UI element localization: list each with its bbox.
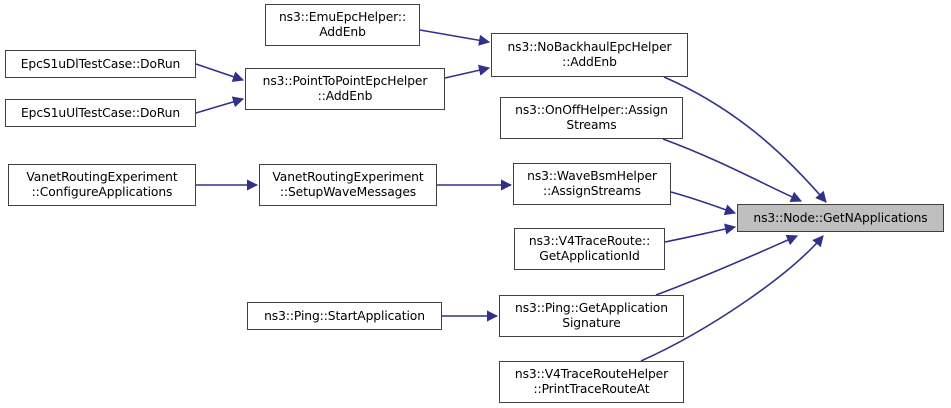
graph-node-emuEpc[interactable]: ns3::EmuEpcHelper:: AddEnb	[265, 4, 420, 46]
graph-edge-pingSignature-to-getNApplications	[655, 234, 799, 296]
graph-node-label: ns3::PointToPointEpcHelper ::AddEnb	[262, 74, 428, 103]
graph-edge-waveBsm-to-getNApplications	[670, 191, 737, 216]
graph-edge-epcS1uUl-to-p2pEpc	[195, 96, 245, 114]
graph-node-waveBsm[interactable]: ns3::WaveBsmHelper ::AssignStreams	[513, 163, 671, 205]
graph-node-label: ns3::EmuEpcHelper:: AddEnb	[278, 10, 406, 39]
graph-node-noBackhaul[interactable]: ns3::NoBackhaulEpcHelper ::AddEnb	[491, 33, 688, 77]
graph-node-p2pEpc[interactable]: ns3::PointToPointEpcHelper ::AddEnb	[245, 68, 445, 110]
graph-node-vanetSetup[interactable]: VanetRoutingExperiment ::SetupWaveMessag…	[259, 164, 437, 206]
graph-node-vanetConfigure[interactable]: VanetRoutingExperiment ::ConfigureApplic…	[8, 164, 196, 206]
graph-edge-v4TraceRoute-to-getNApplications	[664, 223, 737, 243]
graph-node-epcS1uUl[interactable]: EpcS1uUlTestCase::DoRun	[5, 99, 196, 127]
graph-node-label: ns3::Node::GetNApplications	[753, 210, 928, 225]
graph-node-label: ns3::Ping::GetApplication Signature	[515, 301, 668, 330]
graph-edge-epcS1uDl-to-p2pEpc	[195, 63, 245, 83]
graph-edge-emuEpc-to-noBackhaul	[419, 29, 491, 46]
graph-node-label: ns3::V4TraceRouteHelper ::PrintTraceRout…	[514, 367, 669, 396]
graph-edge-noBackhaul-to-getNApplications	[663, 76, 827, 203]
graph-node-label: EpcS1uDlTestCase::DoRun	[20, 56, 181, 71]
graph-node-label: ns3::NoBackhaulEpcHelper ::AddEnb	[507, 40, 672, 69]
graph-node-label: ns3::WaveBsmHelper ::AssignStreams	[527, 169, 657, 198]
graph-node-label: VanetRoutingExperiment ::ConfigureApplic…	[26, 170, 178, 199]
graph-node-v4TraceRoute[interactable]: ns3::V4TraceRoute:: GetApplicationId	[514, 228, 665, 270]
graph-node-label: ns3::OnOffHelper::Assign Streams	[515, 103, 668, 132]
graph-node-label: ns3::Ping::StartApplication	[264, 308, 425, 323]
graph-edge-p2pEpc-to-noBackhaul	[444, 64, 491, 79]
graph-node-onOff[interactable]: ns3::OnOffHelper::Assign Streams	[500, 97, 683, 139]
graph-node-epcS1uDl[interactable]: EpcS1uDlTestCase::DoRun	[5, 50, 196, 78]
graph-node-pingSignature[interactable]: ns3::Ping::GetApplication Signature	[499, 295, 684, 337]
graph-node-getNApplications[interactable]: ns3::Node::GetNApplications	[737, 204, 944, 232]
graph-node-label: ns3::V4TraceRoute:: GetApplicationId	[528, 234, 651, 263]
graph-node-pingStart[interactable]: ns3::Ping::StartApplication	[247, 302, 442, 330]
graph-edge-onOff-to-getNApplications	[662, 138, 803, 203]
graph-node-v4TraceHelper[interactable]: ns3::V4TraceRouteHelper ::PrintTraceRout…	[499, 361, 684, 403]
graph-node-label: VanetRoutingExperiment ::SetupWaveMessag…	[272, 170, 424, 199]
graph-node-label: EpcS1uUlTestCase::DoRun	[20, 105, 181, 120]
